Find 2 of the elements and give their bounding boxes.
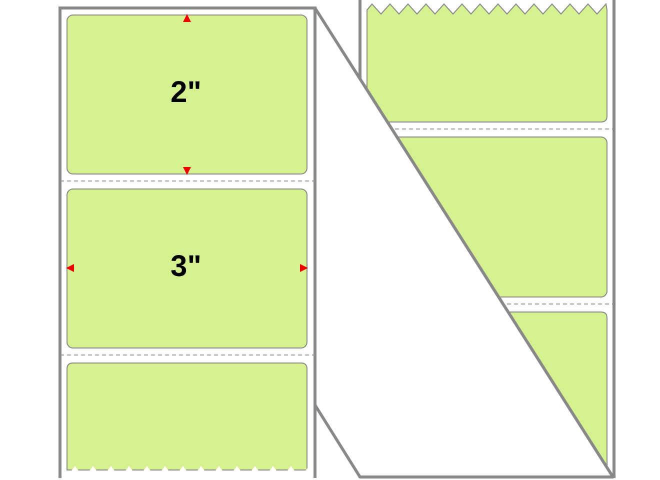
dimension-label: 3"	[170, 252, 202, 282]
dimension-label: 2"	[170, 78, 202, 108]
